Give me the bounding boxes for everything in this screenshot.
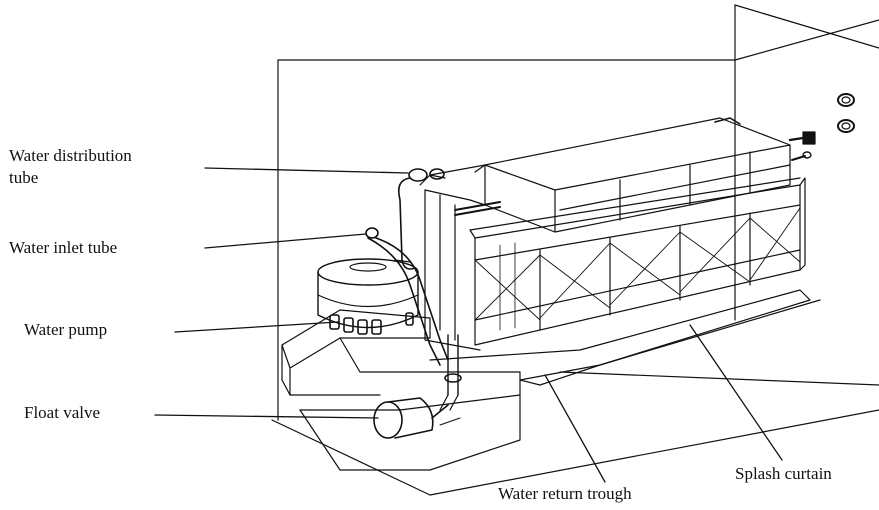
mounting-bolts xyxy=(837,93,855,133)
label-water-distribution-tube-line1: Water distribution xyxy=(9,146,132,165)
label-water-return-trough: Water return trough xyxy=(498,484,632,503)
leader-float-valve xyxy=(154,414,379,419)
water-return-trough-shape xyxy=(429,289,821,386)
leader-water-distribution-tube xyxy=(204,167,409,174)
evaporator-fittings xyxy=(788,131,816,161)
label-water-distribution-tube-line2: tube xyxy=(9,168,39,187)
water-inlet-tube-shape xyxy=(365,227,449,366)
pump-discharge-pipe xyxy=(439,334,462,411)
label-water-distribution-tube: Water distribution tube xyxy=(9,145,132,189)
leader-splash-curtain xyxy=(689,324,783,461)
leader-water-pump xyxy=(174,321,339,333)
evaporator-frame xyxy=(424,189,481,351)
leader-water-inlet-tube xyxy=(204,233,367,249)
label-water-pump: Water pump xyxy=(24,320,108,339)
label-float-valve: Float valve xyxy=(24,403,101,422)
splash-curtain-grid xyxy=(469,177,806,346)
water-pump-shape xyxy=(317,258,419,335)
leader-lines xyxy=(154,167,783,483)
label-splash-curtain: Splash curtain xyxy=(735,464,832,483)
float-valve-shape xyxy=(373,397,461,439)
base-platform xyxy=(281,309,521,471)
leader-water-return-trough xyxy=(544,374,606,483)
cabinet-walls xyxy=(277,4,879,421)
label-water-inlet-tube: Water inlet tube xyxy=(9,238,118,257)
water-distribution-tube-shape xyxy=(397,168,501,270)
cabinet-floor xyxy=(271,371,879,496)
